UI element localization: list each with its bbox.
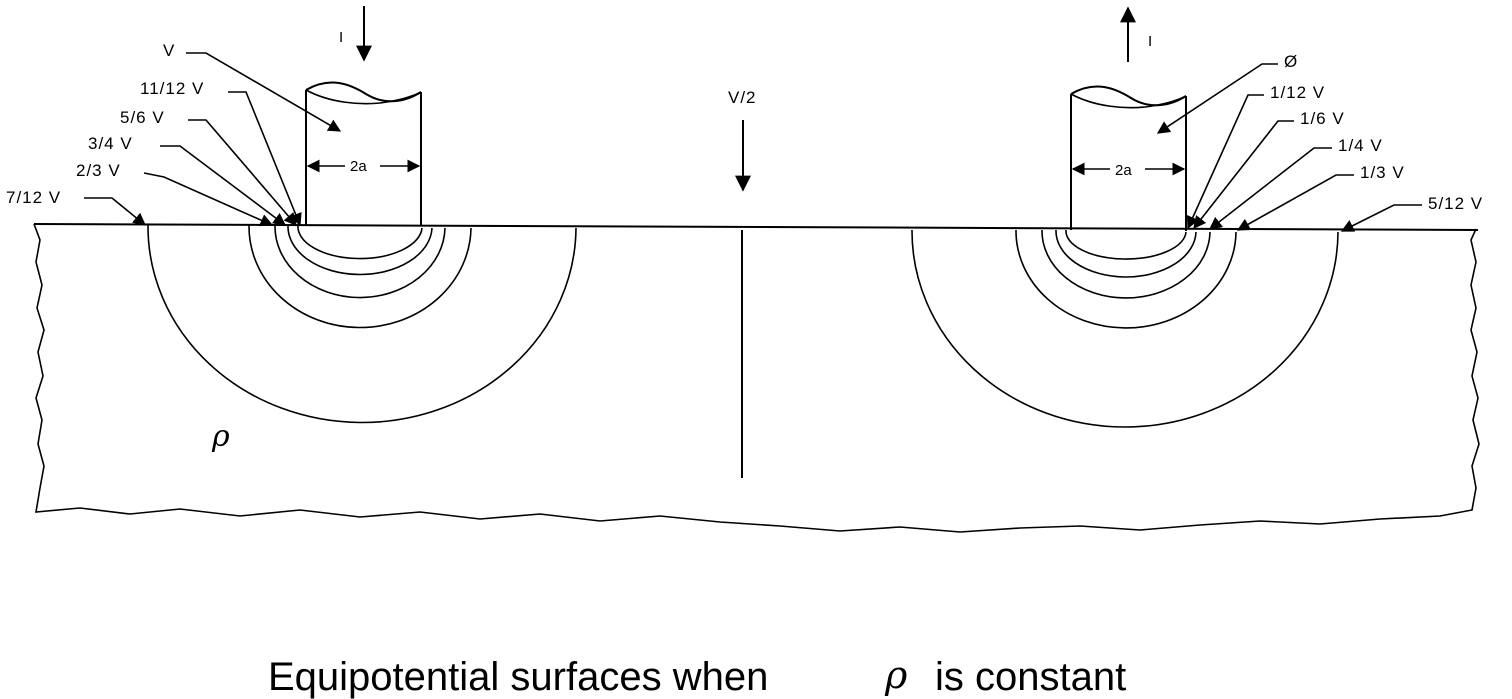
left-electrode: [305, 81, 422, 226]
label-V: V: [163, 41, 175, 60]
label-11-12-V: 11/12 V: [140, 79, 204, 98]
label-1-12-V: 1/12 V: [1270, 83, 1325, 102]
label-5-6-V: 5/6 V: [120, 108, 165, 127]
midplane-label: V/2: [728, 88, 757, 107]
right-current-label: I: [1148, 33, 1152, 50]
left-current-label: I: [339, 29, 343, 46]
label-2-3-V: 2/3 V: [76, 161, 121, 180]
label-1-6-V: 1/6 V: [1300, 109, 1345, 128]
right-width-label: 2a: [1115, 162, 1132, 179]
ground-surface: [33, 223, 1479, 231]
right-equipotential-arcs: [911, 229, 1339, 428]
caption-suffix: is constant: [935, 655, 1126, 699]
resistivity-symbol: ρ: [211, 419, 230, 454]
label-1-3-V: 1/3 V: [1360, 163, 1405, 182]
label-3-4-V: 3/4 V: [88, 134, 133, 153]
label-phi: Ø: [1284, 52, 1298, 71]
right-potential-labels: Ø 1/12 V 1/6 V 1/4 V 1/3 V 5/12 V: [1156, 52, 1483, 232]
right-electrode: [1070, 85, 1187, 231]
left-potential-labels: V 11/12 V 5/6 V 3/4 V 2/3 V 7/12 V: [6, 41, 342, 227]
left-equipotential-arcs: [147, 224, 577, 424]
left-width-label: 2a: [350, 158, 367, 175]
label-7-12-V: 7/12 V: [6, 188, 61, 207]
caption-prefix: Equipotential surfaces when: [268, 655, 768, 699]
ground-block: [33, 223, 1480, 533]
label-5-12-V: 5/12 V: [1428, 194, 1483, 213]
caption-symbol: ρ: [884, 653, 908, 697]
label-1-4-V: 1/4 V: [1338, 136, 1383, 155]
